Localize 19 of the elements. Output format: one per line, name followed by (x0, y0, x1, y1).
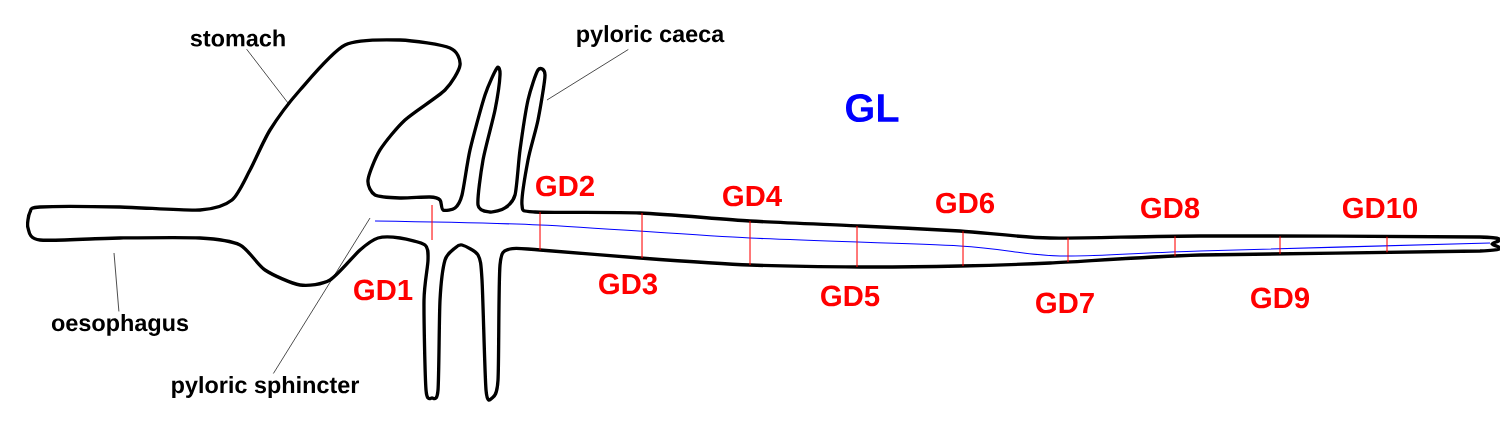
part-label: oesophagus (51, 314, 189, 336)
segment-label: GD9 (1251, 287, 1309, 309)
segment-label: GD1 (354, 279, 413, 301)
segment-label: GD8 (1141, 197, 1200, 219)
segment-label: GD5 (821, 285, 880, 307)
part-label: pyloric sphincter (172, 376, 360, 398)
segment-label: GD3 (599, 273, 658, 295)
part-label: stomach (190, 29, 285, 47)
leader-line (113, 252, 120, 312)
segment-label: GD4 (723, 185, 782, 207)
segment-label: GD10 (1342, 197, 1418, 219)
segment-label: GD6 (936, 192, 995, 214)
part-label: pyloric caeca (577, 25, 725, 47)
segment-label: GD7 (1036, 292, 1094, 314)
leader-line (246, 48, 289, 104)
segment-label: GD2 (536, 175, 594, 197)
segment-label: GL (846, 93, 899, 123)
leader-line (546, 49, 629, 101)
leader-line (273, 217, 371, 374)
